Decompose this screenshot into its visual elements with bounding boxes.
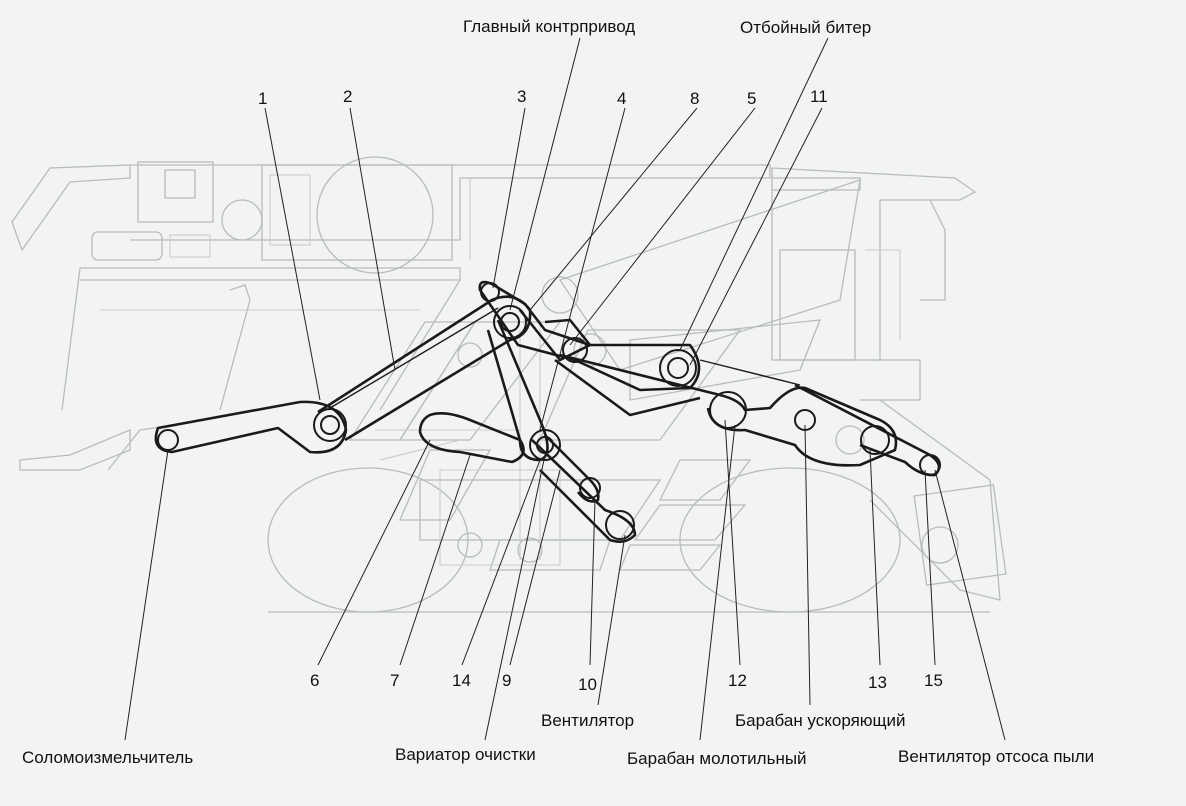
pulley-variator-inner [536,436,554,454]
belt-11 [794,383,941,477]
belt-11b [699,359,801,386]
label-dust-fan: Вентилятор отсоса пыли [898,747,1094,766]
label-straw-chopper: Соломоизмельчитель [22,748,193,767]
belt-2b [329,307,499,409]
belt-4b [518,309,592,362]
label-num-9: 9 [502,671,511,690]
pulley-9 [579,477,601,499]
label-main-countershaft: Главный контрпривод [463,17,635,36]
label-num-1: 1 [258,89,267,108]
pulley-chopper [157,429,179,451]
leader-lines [124,37,1006,741]
pulley-fan [605,510,635,540]
pulley-dust-fan [919,454,941,476]
pulley-beater-inner [667,357,689,379]
label-num-14: 14 [452,671,471,690]
label-num-4: 4 [617,89,626,108]
number-labels: 1 2 3 4 8 5 11 6 7 14 9 10 12 13 15 [258,87,943,694]
pulley-countershaft [493,305,527,339]
combine-outline [11,156,1007,613]
label-num-6: 6 [310,671,319,690]
label-num-8: 8 [690,89,699,108]
label-beater: Отбойный битер [740,18,871,37]
belt-9 [531,439,637,543]
belts [154,280,941,543]
pulley-threshing [709,391,747,429]
label-num-11: 11 [810,87,828,106]
pulley-1 [313,408,347,442]
pulley-variator [529,429,561,461]
label-cleaning-variator: Вариатор очистки [395,745,536,764]
label-num-2: 2 [343,87,352,106]
label-num-5: 5 [747,89,756,108]
pulley-beater [659,349,697,387]
label-num-10: 10 [578,675,597,694]
belt-5 [559,353,898,467]
belt-9b [544,434,600,503]
pulley-13 [860,425,890,455]
pulley-1-inner [320,415,340,435]
belt-7 [418,412,525,464]
belt-12 [554,358,701,417]
label-fan: Вентилятор [541,711,634,730]
label-accelerating-drum: Барабан ускоряющий [735,711,906,730]
belt-1 [154,400,348,454]
label-num-7: 7 [390,671,399,690]
label-num-13: 13 [868,673,887,692]
name-labels: Главный контрпривод Отбойный битер Солом… [22,17,1094,768]
label-num-12: 12 [728,671,747,690]
pulley-countershaft-inner [500,312,520,332]
label-threshing-drum: Барабан молотильный [627,749,807,768]
label-num-15: 15 [924,671,943,690]
pulley-top-idler [480,282,500,302]
label-num-3: 3 [517,87,526,106]
